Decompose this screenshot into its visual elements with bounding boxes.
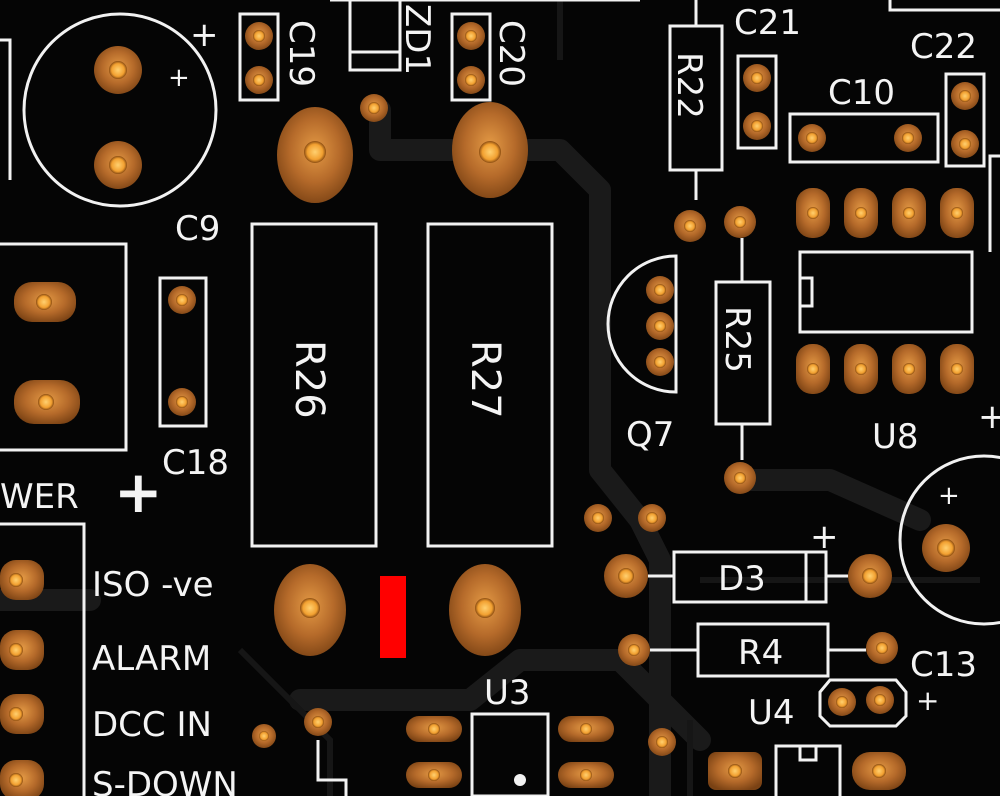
r27-resistor: R27 [426,222,554,548]
s-down-label: S-DOWN [92,765,238,796]
c19-label: C19 [281,20,321,87]
r22-resistor: R22 [668,0,756,242]
control-connector: ISO -ve ALARM DCC IN S-DOWN [0,522,238,796]
power-label: WER [0,477,79,517]
r27-label: R27 [462,340,508,419]
c13-plus-top: + [978,397,1000,437]
c13-capacitor: + + C13 [898,397,1000,685]
alarm-label: ALARM [92,639,211,679]
top-right-outline [888,0,1000,12]
r26-label: R26 [286,340,332,419]
u8-label: U8 [872,417,919,457]
u8-chip: U8 [796,188,974,457]
right-edge-outline [988,154,1000,252]
c9-pad-plus-sign: + [168,63,190,93]
r25-resistor: R25 [714,238,772,494]
c13-label: C13 [910,645,977,685]
c22-capacitor: C22 [910,27,986,168]
zd1-label: ZD1 [397,4,437,75]
c9-label: C9 [175,209,220,249]
u3-label: U3 [484,673,531,713]
zd1-diode: ZD1 [348,0,437,122]
c9-capacitor: + + C9 [22,12,220,249]
c13-plus-pad: + [938,481,960,511]
r22-label: R22 [669,52,709,119]
u3-chip: U3 [406,673,614,796]
r26-resistor: R26 [250,222,378,548]
d3-plus-sign: + [810,517,839,557]
q7-label: Q7 [626,415,674,455]
d3-label: D3 [718,559,766,599]
power-connector: WER + [0,242,163,526]
red-marker [380,576,406,658]
c22-label: C22 [910,27,977,67]
c10-label: C10 [828,73,895,113]
c9-plus-sign: + [190,15,219,55]
dcc-in-label: DCC IN [92,705,212,745]
c19-capacitor: C19 [238,12,321,102]
r4-label: R4 [738,633,783,673]
c20-label: C20 [491,20,531,87]
c18-label: C18 [162,443,229,483]
u4-label: U4 [748,693,795,733]
power-plus-sign: + [114,458,163,526]
r26-r27-bottom-pads [274,564,521,656]
c10-capacitor: C10 [788,73,940,164]
iso-ve-label: ISO -ve [92,565,214,605]
c20-capacitor: C20 [450,12,531,102]
c18-capacitor: C18 [158,276,229,483]
u4-plus-sign: + [916,684,939,717]
d3-diode: + D3 [604,517,892,604]
vias-bottom-left [252,708,348,796]
r25-label: R25 [717,306,757,373]
r26-r27-top-pads [277,102,528,203]
r4-resistor: R4 [618,622,898,678]
u4-chip: U4 + [748,678,939,733]
c21-capacitor: C21 [734,3,801,150]
q7-transistor: Q7 [606,254,678,455]
left-edge-outline [0,38,12,180]
bottom-right-pads [648,728,906,796]
c21-label: C21 [734,3,801,43]
vias-middle [584,504,666,532]
